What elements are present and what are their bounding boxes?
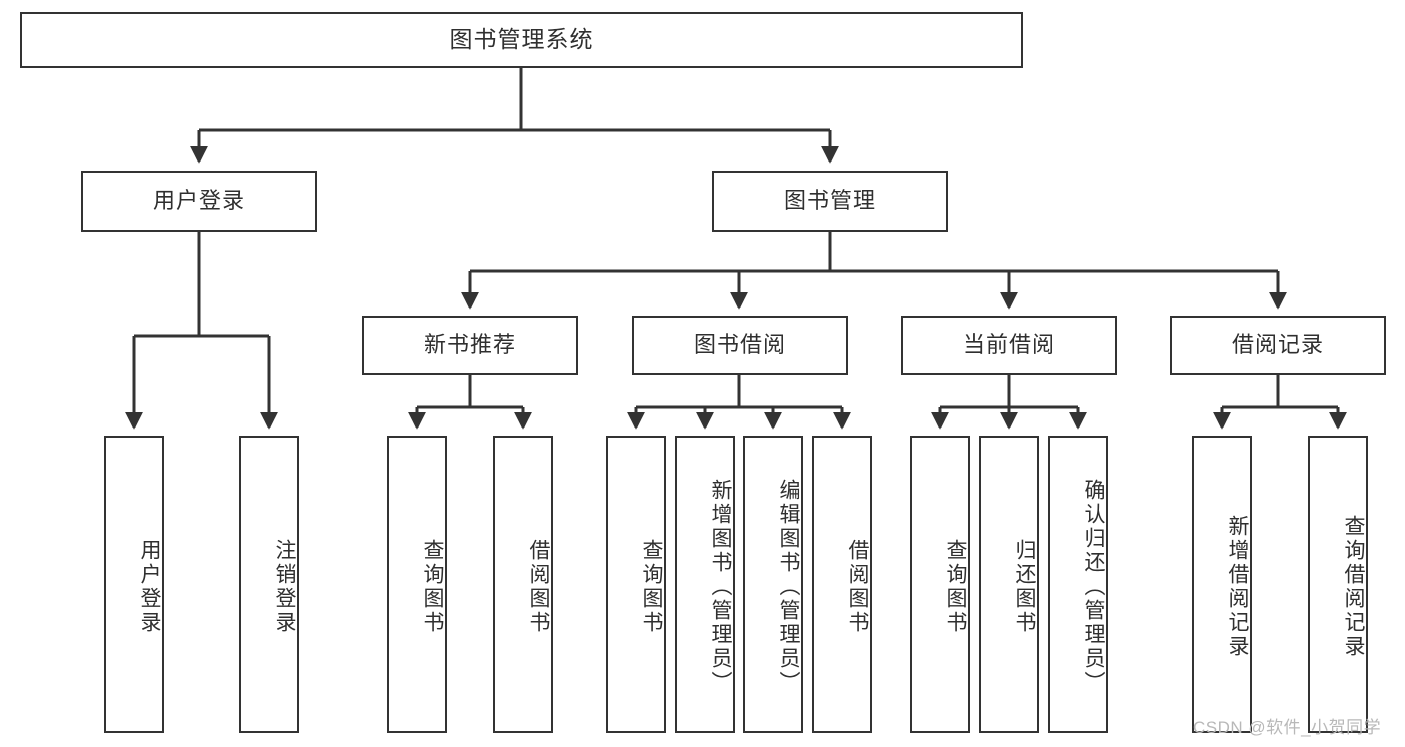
- leaf-current-borrow-query-book[interactable]: 查询图书: [910, 436, 970, 733]
- node-book-borrow[interactable]: 图书借阅: [632, 316, 848, 375]
- leaf-user-login-login[interactable]: 用户登录: [104, 436, 164, 733]
- leaf-book-borrow-query-book[interactable]: 查询图书: [606, 436, 666, 733]
- node-current-borrow[interactable]: 当前借阅: [901, 316, 1117, 375]
- leaf-current-borrow-return-book[interactable]: 归还图书: [979, 436, 1039, 733]
- watermark-csdn: CSDN @软件_小贺同学: [1193, 718, 1382, 737]
- leaf-user-login-logout[interactable]: 注销登录: [239, 436, 299, 733]
- leaf-book-borrow-edit-book-admin[interactable]: 编辑图书（管理员）: [743, 436, 803, 733]
- leaf-book-borrow-add-book-admin[interactable]: 新增图书（管理员）: [675, 436, 735, 733]
- node-new-book-recommend[interactable]: 新书推荐: [362, 316, 578, 375]
- leaf-borrow-record-add-record[interactable]: 新增借阅记录: [1192, 436, 1252, 733]
- leaf-current-borrow-confirm-return-admin[interactable]: 确认归还（管理员）: [1048, 436, 1108, 733]
- node-book-management[interactable]: 图书管理: [712, 171, 948, 232]
- node-borrow-record[interactable]: 借阅记录: [1170, 316, 1386, 375]
- node-user-login[interactable]: 用户登录: [81, 171, 317, 232]
- leaf-new-book-borrow-book[interactable]: 借阅图书: [493, 436, 553, 733]
- leaf-borrow-record-query-record[interactable]: 查询借阅记录: [1308, 436, 1368, 733]
- node-root-book-management-system[interactable]: 图书管理系统: [20, 12, 1023, 68]
- leaf-new-book-query-book[interactable]: 查询图书: [387, 436, 447, 733]
- leaf-book-borrow-borrow-book[interactable]: 借阅图书: [812, 436, 872, 733]
